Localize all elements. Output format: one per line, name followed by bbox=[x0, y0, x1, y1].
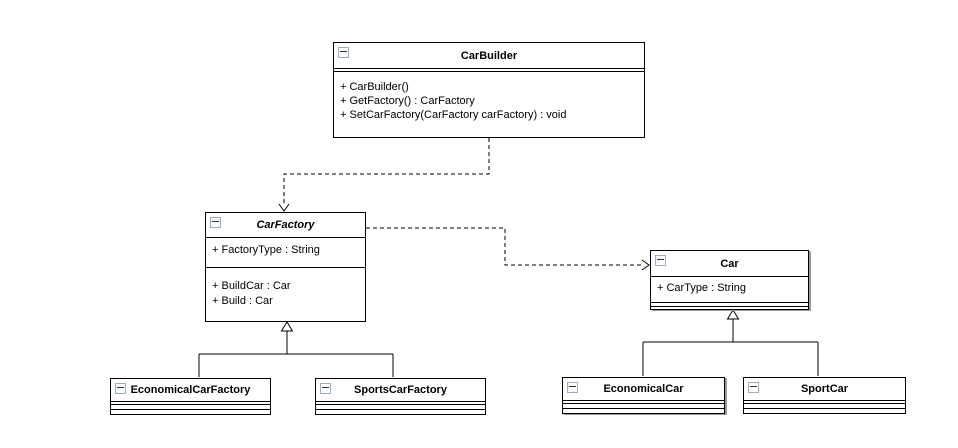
collapse-minus-icon[interactable] bbox=[567, 382, 578, 393]
class-title: EconomicalCar bbox=[603, 383, 684, 395]
empty-attributes-compartment bbox=[316, 405, 485, 410]
class-title: CarFactory bbox=[256, 219, 315, 231]
method-row: + BuildCar : Car bbox=[212, 280, 291, 292]
class-box-carfactory[interactable]: CarFactory + FactoryType : String + Buil… bbox=[205, 212, 366, 322]
attribute-row: + CarType : String bbox=[657, 282, 746, 294]
method-row: + SetCarFactory(CarFactory carFactory) :… bbox=[340, 109, 567, 121]
dependency-arrow-carbuilder-carfactory bbox=[278, 138, 490, 212]
class-title: SportsCarFactory bbox=[354, 384, 447, 396]
collapse-minus-icon[interactable] bbox=[748, 382, 759, 393]
attributes-compartment: + FactoryType : String bbox=[206, 238, 365, 268]
methods-compartment: + BuildCar : Car + Build : Car bbox=[206, 268, 365, 309]
class-title: SportCar bbox=[800, 383, 849, 395]
class-box-car[interactable]: Car + CarType : String bbox=[650, 250, 809, 310]
collapse-minus-icon[interactable] bbox=[210, 217, 221, 228]
header-double-line bbox=[334, 69, 644, 72]
class-box-carbuilder[interactable]: CarBuilder + CarBuilder() + GetFactory()… bbox=[333, 42, 645, 138]
collapse-minus-icon[interactable] bbox=[320, 383, 331, 394]
method-row: + CarBuilder() bbox=[340, 81, 409, 93]
attributes-compartment: + CarType : String bbox=[651, 277, 808, 303]
class-title: Car bbox=[720, 257, 739, 270]
class-header: EconomicalCarFactory bbox=[111, 379, 270, 402]
method-row: + Build : Car bbox=[212, 295, 273, 307]
inheritance-connector-carfactory bbox=[198, 321, 394, 377]
class-header: SportsCarFactory bbox=[316, 379, 485, 402]
methods-compartment: + CarBuilder() + GetFactory() : CarFacto… bbox=[334, 72, 644, 122]
header-double-line bbox=[316, 402, 485, 405]
empty-attributes-compartment bbox=[563, 404, 724, 409]
collapse-minus-icon[interactable] bbox=[655, 255, 666, 266]
class-header: CarFactory bbox=[206, 213, 365, 238]
dependency-arrow-carfactory-car bbox=[366, 227, 650, 271]
collapse-minus-icon[interactable] bbox=[115, 383, 126, 394]
class-header: EconomicalCar bbox=[563, 378, 724, 401]
class-header: SportCar bbox=[744, 378, 905, 401]
header-double-line bbox=[111, 402, 270, 405]
method-row: + GetFactory() : CarFactory bbox=[340, 95, 475, 107]
class-box-economicalcar[interactable]: EconomicalCar bbox=[562, 377, 725, 414]
class-box-economicalcarfactory[interactable]: EconomicalCarFactory bbox=[110, 378, 271, 415]
class-box-sportcar[interactable]: SportCar bbox=[743, 377, 906, 414]
class-box-sportscarfactory[interactable]: SportsCarFactory bbox=[315, 378, 486, 415]
attribute-row: + FactoryType : String bbox=[212, 244, 320, 256]
empty-methods-compartment bbox=[651, 303, 808, 307]
collapse-minus-icon[interactable] bbox=[338, 47, 349, 58]
header-double-line bbox=[744, 401, 905, 404]
class-title: EconomicalCarFactory bbox=[130, 384, 251, 396]
class-title: CarBuilder bbox=[460, 49, 518, 62]
class-header: CarBuilder bbox=[334, 43, 644, 69]
inheritance-connector-car bbox=[642, 309, 819, 376]
header-double-line bbox=[563, 401, 724, 404]
class-header: Car bbox=[651, 251, 808, 277]
empty-attributes-compartment bbox=[744, 404, 905, 409]
empty-attributes-compartment bbox=[111, 405, 270, 410]
